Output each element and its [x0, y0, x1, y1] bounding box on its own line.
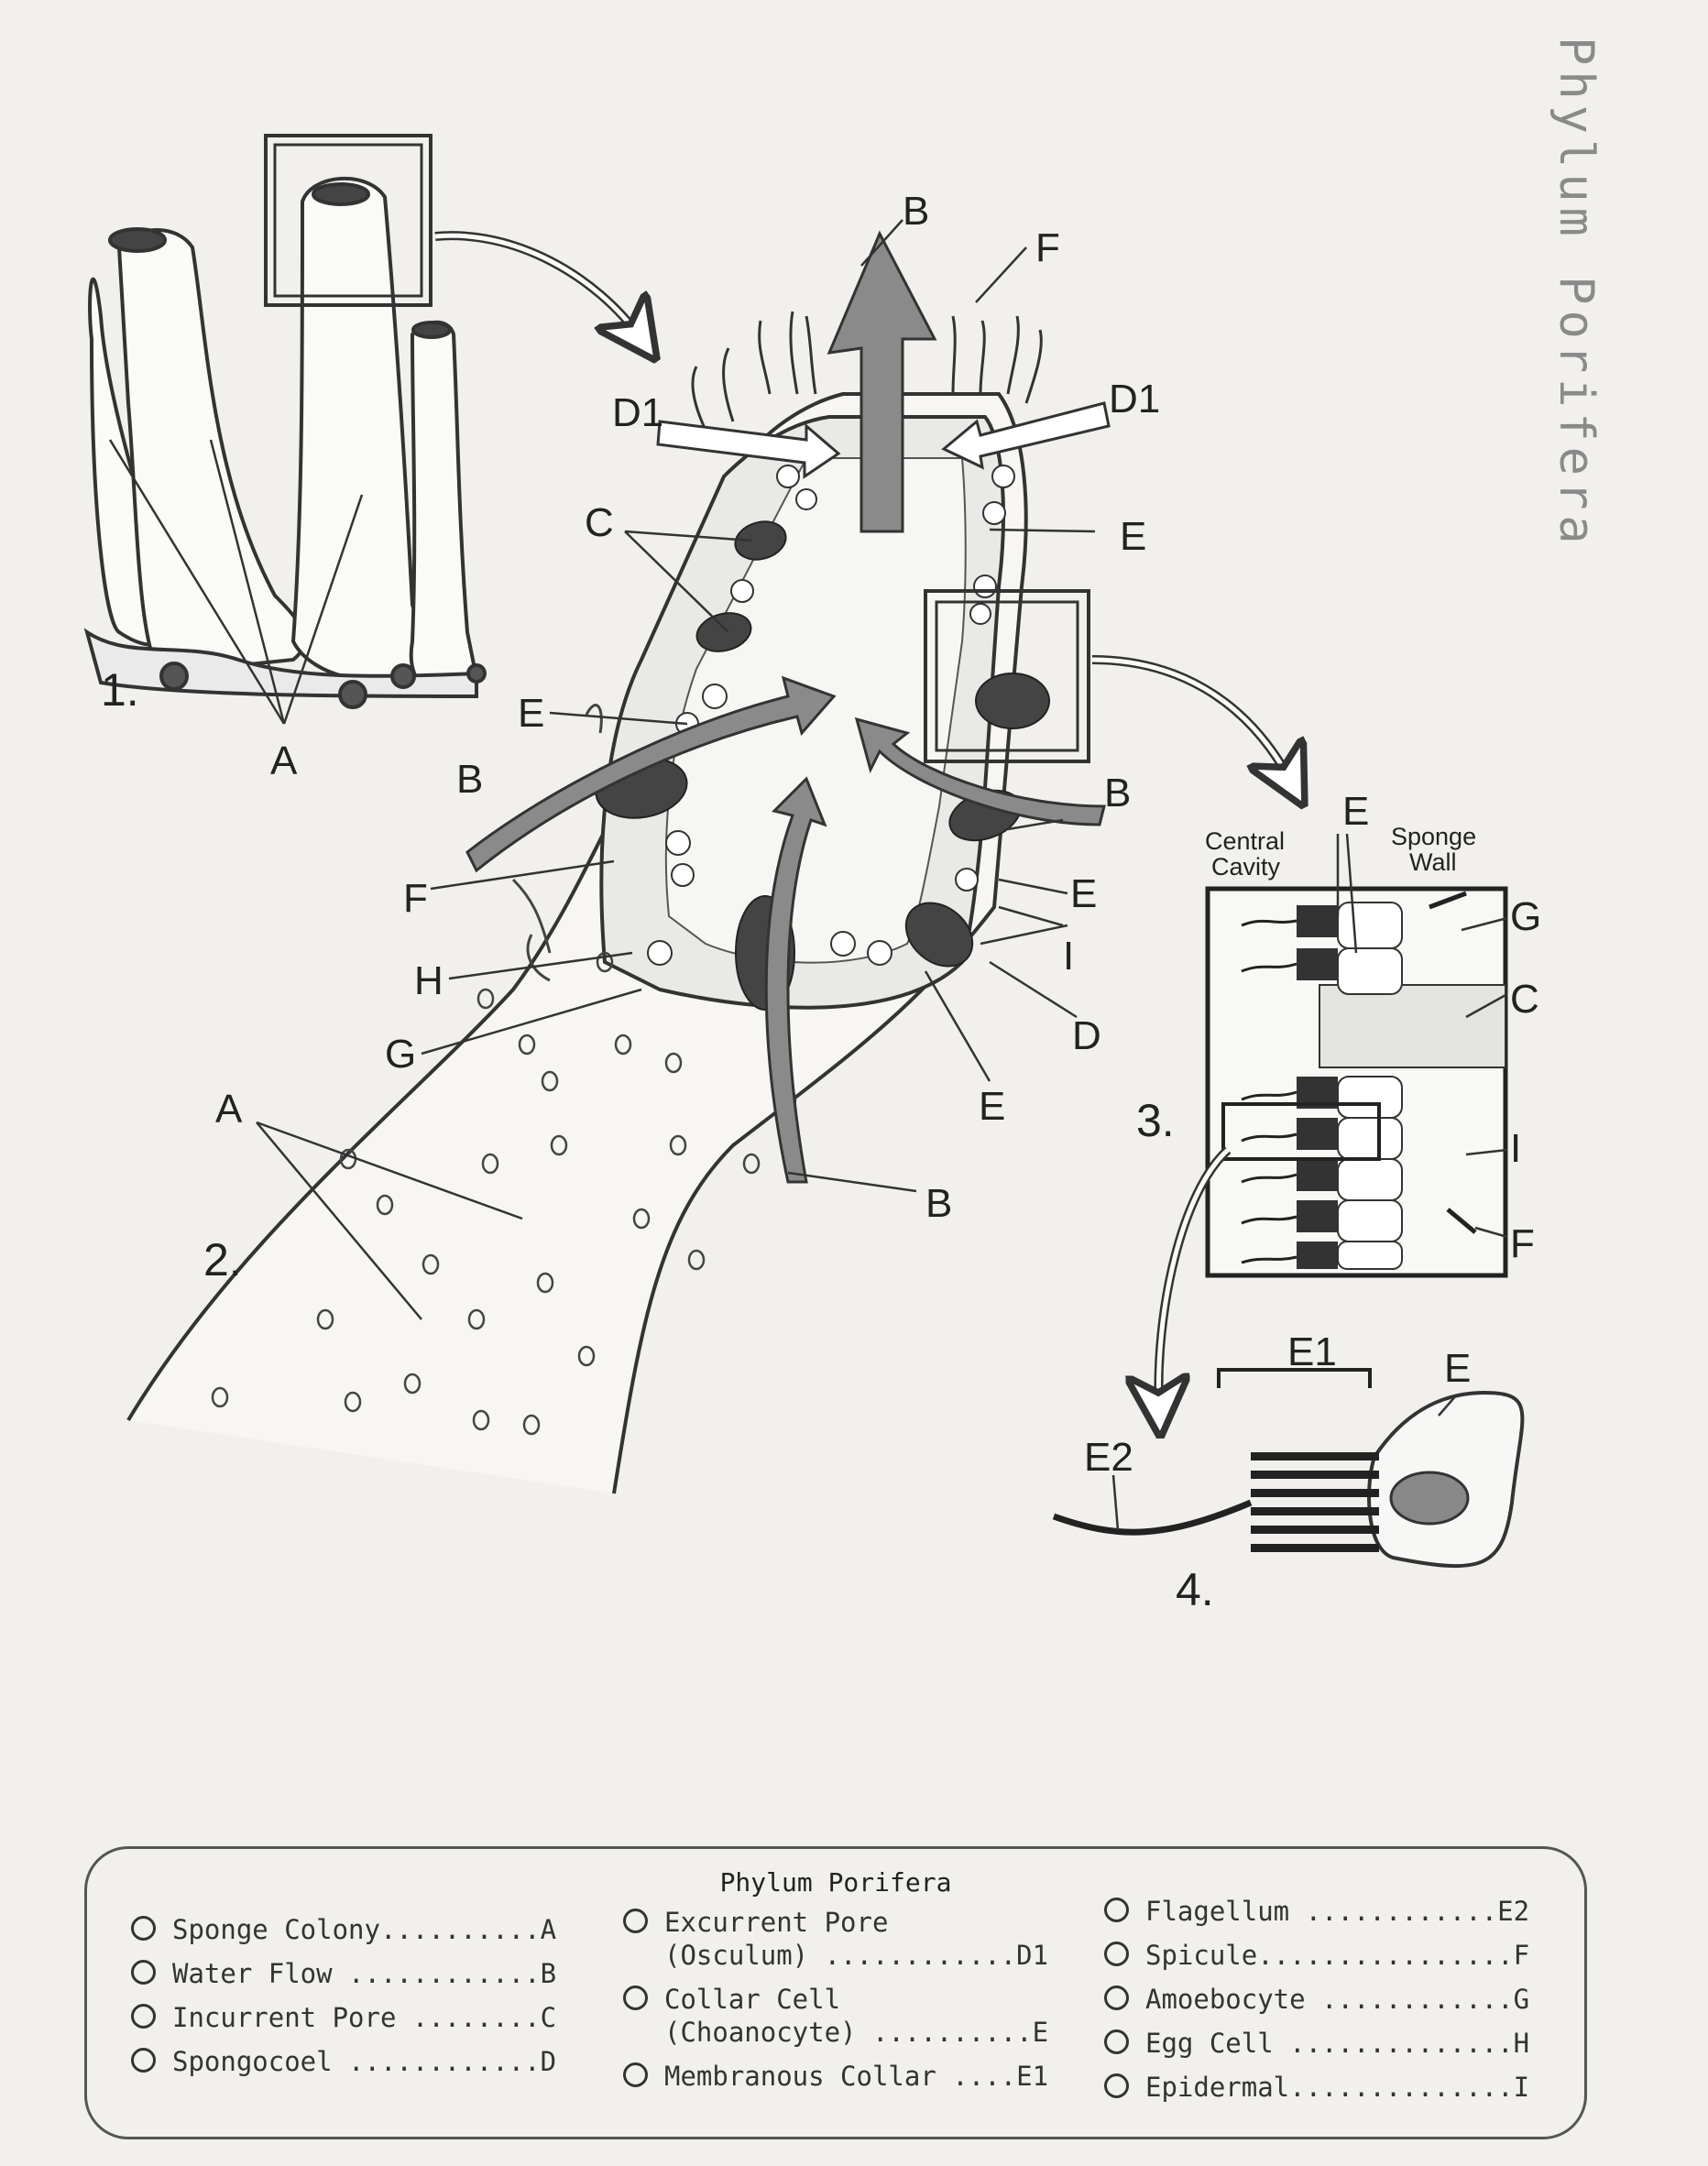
- excurrent-arrows: [656, 401, 1111, 479]
- label-E1: E1: [1287, 1329, 1337, 1374]
- legend-item: Flagellum ............E2: [1104, 1895, 1529, 1928]
- legend-item: Membranous Collar ....E1: [623, 2060, 1048, 2093]
- label-F-fig3: F: [1510, 1221, 1535, 1266]
- label-E-lower: E: [979, 1084, 1005, 1129]
- legend-item: Sponge Colony..........A: [131, 1913, 556, 1946]
- legend-item-text: Incurrent Pore ........C: [172, 2002, 557, 2033]
- label-central-cavity-1: Central: [1205, 827, 1285, 855]
- sponge-cross-section: [126, 311, 1050, 1494]
- legend-column-2: Excurrent Pore (Osculum) ............D1 …: [623, 1906, 1048, 2104]
- radio-button[interactable]: [131, 2004, 156, 2029]
- label-E-upper: E: [1120, 514, 1146, 559]
- label-I-fig2: I: [1063, 934, 1074, 979]
- sponge-colony-figure: [83, 177, 487, 709]
- zoom-box-1: [264, 134, 432, 307]
- legend-item-text: Excurrent Pore (Osculum) ............D1: [664, 1907, 1049, 1971]
- label-fig2: 2.: [203, 1234, 242, 1285]
- legend-item: Spongocoel ............D: [131, 2045, 556, 2078]
- legend-item: Excurrent Pore (Osculum) ............D1: [623, 1906, 1048, 1972]
- zoom-box-2: [924, 589, 1090, 763]
- legend-item-text: Collar Cell (Choanocyte) ..........E: [664, 1984, 1049, 2048]
- label-I-fig3: I: [1510, 1126, 1521, 1171]
- legend-item-text: Egg Cell ..............H: [1145, 2028, 1530, 2059]
- label-D1-left: D1: [612, 390, 663, 435]
- legend-item: Water Flow ............B: [131, 1957, 556, 1990]
- label-E-mid: E: [1070, 871, 1097, 916]
- label-E-fig4: E: [1444, 1346, 1471, 1391]
- radio-button[interactable]: [1104, 2029, 1129, 2054]
- label-C-fig2: C: [585, 500, 614, 545]
- label-C-fig3: C: [1510, 977, 1539, 1022]
- label-F-top: F: [1035, 225, 1060, 270]
- label-sponge-wall-2: Wall: [1409, 848, 1457, 876]
- legend-item-text: Spongocoel ............D: [172, 2046, 557, 2077]
- legend-column-1: Sponge Colony..........A Water Flow ....…: [131, 1913, 556, 2089]
- radio-button[interactable]: [1104, 2073, 1129, 2098]
- label-D1-right: D1: [1109, 377, 1160, 421]
- radio-button[interactable]: [131, 1916, 156, 1941]
- radio-button[interactable]: [1104, 1986, 1129, 2010]
- legend-column-3: Flagellum ............E2 Spicule........…: [1104, 1895, 1529, 2115]
- legend-item: Spicule................F: [1104, 1939, 1529, 1972]
- legend-item-text: Flagellum ............E2: [1145, 1896, 1530, 1927]
- label-H: H: [414, 958, 443, 1003]
- label-G-fig2: G: [385, 1032, 416, 1077]
- label-E-left: E: [518, 691, 544, 736]
- zoom-arrow-1: [434, 231, 646, 342]
- label-sponge-wall-1: Sponge: [1391, 823, 1476, 850]
- sponge-anatomy-diagram: 1. 2. 3. 4. A A B B B B C C D D1 D1 E E …: [83, 134, 1541, 1615]
- choanocyte-figure: [1052, 1368, 1525, 1569]
- label-B-top: B: [903, 189, 929, 234]
- label-E-fig3: E: [1342, 789, 1369, 834]
- radio-button[interactable]: [623, 2062, 648, 2087]
- label-A-fig1: A: [270, 738, 298, 783]
- label-E2: E2: [1084, 1435, 1133, 1480]
- radio-button[interactable]: [623, 1909, 648, 1933]
- radio-button[interactable]: [1104, 1942, 1129, 1966]
- radio-button[interactable]: [1104, 1898, 1129, 1922]
- legend-item: Epidermal..............I: [1104, 2071, 1529, 2104]
- label-fig1: 1.: [101, 664, 139, 716]
- legend-item: Collar Cell (Choanocyte) ..........E: [623, 1983, 1048, 2049]
- water-flow-arrows: [465, 230, 1106, 1184]
- legend-item: Incurrent Pore ........C: [131, 2001, 556, 2034]
- label-G-fig3: G: [1510, 894, 1541, 939]
- radio-button[interactable]: [623, 1986, 648, 2010]
- legend-box: Phylum Porifera Sponge Colony..........A…: [84, 1846, 1587, 2139]
- wall-detail-figure: [1205, 833, 1508, 1278]
- radio-button[interactable]: [131, 1960, 156, 1985]
- label-fig3: 3.: [1136, 1095, 1175, 1146]
- legend-item-text: Spicule................F: [1145, 1940, 1530, 1971]
- label-B-bottom: B: [925, 1181, 952, 1226]
- legend-item-text: Membranous Collar ....E1: [664, 2061, 1049, 2092]
- radio-button[interactable]: [131, 2048, 156, 2073]
- legend-item-text: Water Flow ............B: [172, 1958, 557, 1989]
- legend-item-text: Sponge Colony..........A: [172, 1914, 557, 1945]
- legend-item-text: Amoebocyte ............G: [1145, 1984, 1530, 2015]
- label-central-cavity-2: Cavity: [1211, 853, 1281, 881]
- label-B-left: B: [456, 757, 483, 802]
- legend-title: Phylum Porifera: [719, 1867, 952, 1898]
- label-A-fig2: A: [215, 1087, 243, 1132]
- label-B-right: B: [1104, 771, 1131, 815]
- legend-item-text: Epidermal..............I: [1145, 2072, 1530, 2103]
- legend-item: Amoebocyte ............G: [1104, 1983, 1529, 2016]
- label-D: D: [1072, 1013, 1101, 1058]
- side-title: Phylum Porifera: [1549, 37, 1604, 550]
- legend-item: Egg Cell ..............H: [1104, 2027, 1529, 2060]
- label-fig4: 4.: [1176, 1564, 1214, 1615]
- label-F-left: F: [403, 876, 428, 921]
